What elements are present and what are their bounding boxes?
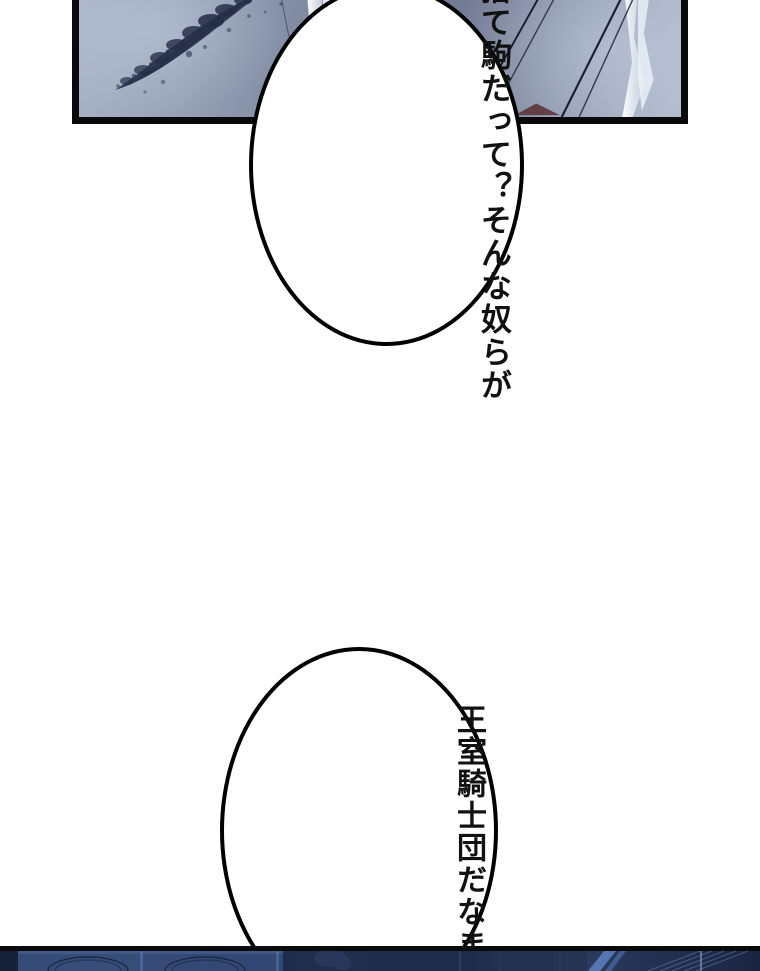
ink-splatter <box>115 0 283 94</box>
panel-bottom-artwork <box>0 951 760 971</box>
speech-bubble-2: まるで 王室騎士団だな <box>220 647 498 971</box>
speech-bubble-1-text: そんな奴らが 捨て駒だって？ <box>253 0 520 402</box>
comic-panel-bottom <box>0 946 760 971</box>
speech-bubble-1: そんな奴らが 捨て駒だって？ <box>249 0 524 402</box>
cable-anchor <box>514 103 560 116</box>
bubble-1-line-2: 捨て駒だって？ <box>476 0 511 204</box>
panel-bottom-structures <box>0 951 749 971</box>
speech-bubble-2-text: まるで 王室騎士団だな <box>224 651 494 971</box>
bubble-2-line-2: 王室騎士団だな <box>452 703 485 928</box>
bubble-1-line-1: そんな奴らが <box>476 203 511 402</box>
